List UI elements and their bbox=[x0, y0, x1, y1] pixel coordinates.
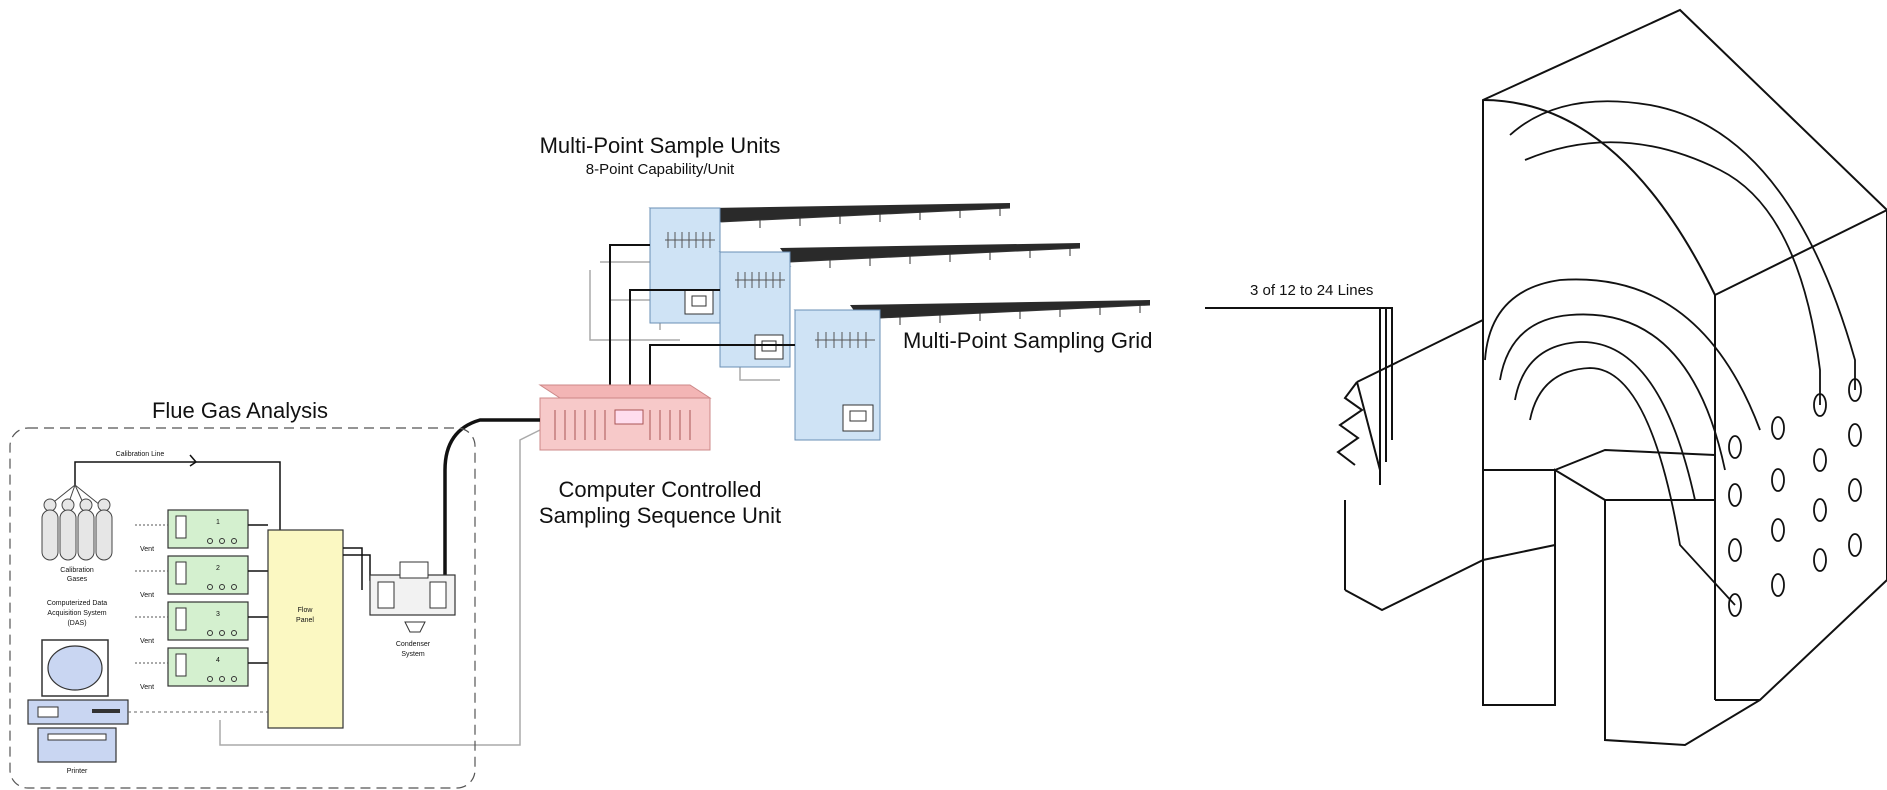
calibration-line bbox=[74, 461, 281, 530]
condenser-label-line2: System bbox=[401, 651, 425, 658]
das-data-line bbox=[128, 695, 271, 713]
flue-gas-analysis-enclosure bbox=[9, 427, 476, 789]
lines-label: 3 of 12 to 24 Lines bbox=[1250, 282, 1373, 299]
analyzer-1-number: 1 bbox=[216, 519, 220, 526]
analyzer-2 bbox=[167, 555, 249, 595]
vent-label-3: Vent bbox=[140, 638, 154, 645]
printer-label: Printer bbox=[67, 768, 88, 775]
sample-unit-3 bbox=[793, 309, 881, 441]
das-label-line1: Computerized Data bbox=[47, 600, 107, 607]
flue-gas-sampling-diagram: Multi-Point Sample Units 8-Point Capabil… bbox=[9, 133, 1152, 789]
sample-unit-2 bbox=[718, 251, 792, 368]
sampling-grid-label: Multi-Point Sampling Grid bbox=[903, 328, 1152, 353]
analyzer-3 bbox=[167, 601, 249, 641]
calibration-gases-label-line1: Calibration bbox=[60, 567, 94, 574]
calibration-line-label: Calibration Line bbox=[116, 451, 165, 458]
duct-sampling-diagram: 3 of 12 to 24 Lines bbox=[1205, 8, 1887, 747]
das-label-line2: Acquisition System bbox=[47, 610, 106, 617]
analyzer-4 bbox=[167, 647, 249, 687]
capability-label: 8-Point Capability/Unit bbox=[586, 161, 735, 178]
das-label-line3: (DAS) bbox=[67, 620, 86, 627]
flow-panel-label-line2: Panel bbox=[296, 617, 314, 624]
sampling-ports bbox=[1728, 378, 1862, 617]
flow-panel bbox=[267, 529, 344, 729]
vent-label-1: Vent bbox=[140, 546, 154, 553]
das-computer bbox=[27, 639, 129, 763]
sampling-grid-probes bbox=[710, 203, 1151, 325]
vent-label-4: Vent bbox=[140, 684, 154, 691]
analyzer-1 bbox=[167, 509, 249, 549]
calibration-gas-cylinders bbox=[41, 484, 113, 561]
inlet-duct bbox=[1344, 318, 1484, 612]
sampling-lines bbox=[1484, 100, 1856, 606]
control-wiring bbox=[609, 244, 795, 388]
calibration-gases-label-line2: Gases bbox=[67, 576, 88, 583]
flue-gas-analysis-label: Flue Gas Analysis bbox=[152, 398, 328, 423]
sample-hose bbox=[440, 418, 540, 582]
probe-row-3 bbox=[850, 300, 1151, 325]
condenser-label-line1: Condenser bbox=[396, 641, 431, 648]
break-line bbox=[1336, 381, 1364, 466]
main-duct-outline bbox=[1482, 8, 1887, 747]
analyzer-3-number: 3 bbox=[216, 611, 220, 618]
condenser-system bbox=[343, 547, 456, 633]
analyzer-4-number: 4 bbox=[216, 657, 220, 664]
vent-label-2: Vent bbox=[140, 592, 154, 599]
probe-row-2 bbox=[780, 243, 1081, 268]
flow-panel-label-line1: Flow bbox=[298, 607, 314, 614]
probe-row-1 bbox=[710, 203, 1011, 228]
sample-unit-1 bbox=[648, 207, 722, 324]
sequence-unit-label-line2: Sampling Sequence Unit bbox=[539, 503, 781, 528]
analyzer-rack bbox=[135, 509, 268, 687]
sampling-sequence-unit bbox=[538, 384, 712, 451]
sequence-unit-label-line1: Computer Controlled bbox=[559, 477, 762, 502]
multi-point-sample-units-label: Multi-Point Sample Units bbox=[540, 133, 781, 158]
analyzer-2-number: 2 bbox=[216, 565, 220, 572]
